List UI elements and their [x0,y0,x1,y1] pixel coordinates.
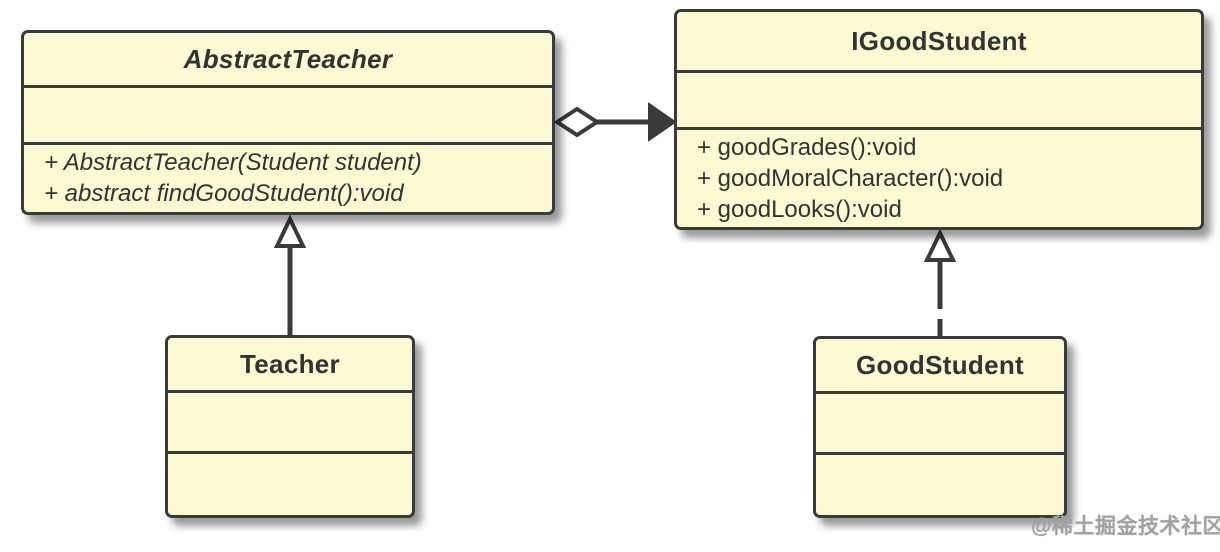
attributes-compartment [816,391,1064,452]
class-title: GoodStudent [856,349,1024,380]
class-box-teacher[interactable]: Teacher [165,335,415,518]
methods-compartment [816,452,1064,515]
methods-compartment [168,451,412,515]
method-line: + goodMoralCharacter():void [697,165,1004,192]
class-box-good-student[interactable]: GoodStudent [813,336,1067,518]
realization-triangle-icon [923,228,957,262]
navigability-arrowhead-icon [648,102,677,142]
attributes-compartment [168,390,412,451]
method-line: + goodLooks():void [697,196,902,223]
class-title: Teacher [240,348,340,379]
aggregation-diamond-icon [553,106,601,138]
realization-connector[interactable] [923,228,957,337]
watermark: @稀土掘金技术社区 [1031,515,1220,538]
generalization-triangle-icon [273,214,307,248]
class-box-abstract-teacher[interactable]: AbstractTeacher + AbstractTeacher(Studen… [21,30,555,215]
method-line: + goodGrades():void [697,134,917,161]
method-line: + AbstractTeacher(Student student) [44,149,422,176]
methods-compartment: + AbstractTeacher(Student student) + abs… [24,142,552,212]
attributes-compartment [24,85,552,142]
generalization-connector[interactable] [273,214,307,336]
class-title: AbstractTeacher [183,43,393,74]
method-line: + abstract findGoodStudent():void [44,180,404,207]
class-title: IGoodStudent [851,25,1027,56]
aggregation-connector[interactable] [553,102,677,142]
class-box-igood-student[interactable]: IGoodStudent + goodGrades():void + goodM… [674,9,1204,230]
methods-compartment: + goodGrades():void + goodMoralCharacter… [677,127,1201,227]
attributes-compartment [677,70,1201,127]
